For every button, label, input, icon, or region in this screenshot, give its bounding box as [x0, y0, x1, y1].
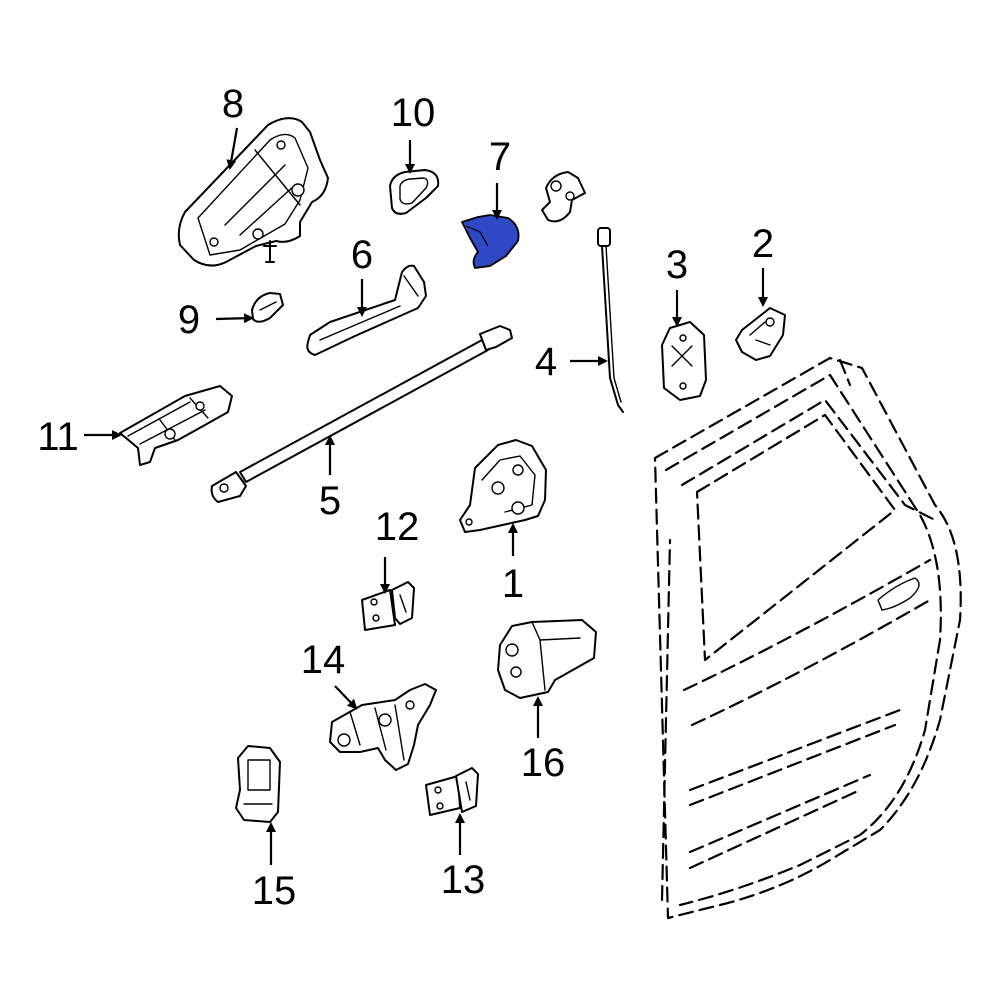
callout-15: 15 — [252, 869, 297, 913]
callout-7: 7 — [489, 135, 511, 179]
part-11-inside-handle — [119, 385, 233, 466]
leader-arrows — [84, 127, 768, 865]
callout-4: 4 — [535, 340, 557, 384]
part-8-door-module — [177, 117, 329, 267]
callout-12: 12 — [375, 505, 420, 549]
callout-labels: 1 2 3 4 5 6 7 8 9 10 11 12 13 14 15 16 — [37, 82, 774, 913]
part-7-handle-cover-highlighted — [461, 214, 520, 269]
callout-10: 10 — [391, 91, 436, 135]
part-1-latch — [459, 439, 547, 533]
part-14-hinge-assembly — [329, 683, 437, 771]
callout-16: 16 — [521, 741, 566, 785]
part-15-bracket — [235, 745, 281, 823]
callout-1: 1 — [502, 562, 524, 606]
part-9-clip — [251, 292, 284, 323]
callout-6: 6 — [351, 233, 373, 277]
handle-bracket — [541, 171, 586, 223]
callout-14: 14 — [301, 638, 346, 682]
part-4-link-rod — [597, 227, 624, 413]
callout-11: 11 — [37, 415, 79, 459]
part-16-wedge — [497, 619, 597, 699]
callout-2: 2 — [752, 222, 774, 266]
part-2-striker — [735, 307, 786, 361]
part-13-lower-hinge — [425, 767, 479, 816]
callout-9: 9 — [178, 298, 200, 342]
part-12-upper-hinge — [361, 581, 415, 631]
callout-5: 5 — [319, 479, 341, 523]
part-5-rod — [210, 325, 513, 503]
rear-door-outline — [653, 356, 962, 920]
callout-8: 8 — [222, 82, 244, 126]
callout-13: 13 — [441, 858, 486, 902]
part-3-striker-plate — [661, 321, 707, 401]
part-6-outside-handle — [306, 264, 427, 356]
callout-3: 3 — [666, 243, 688, 287]
part-10-handle-bezel — [389, 169, 440, 215]
